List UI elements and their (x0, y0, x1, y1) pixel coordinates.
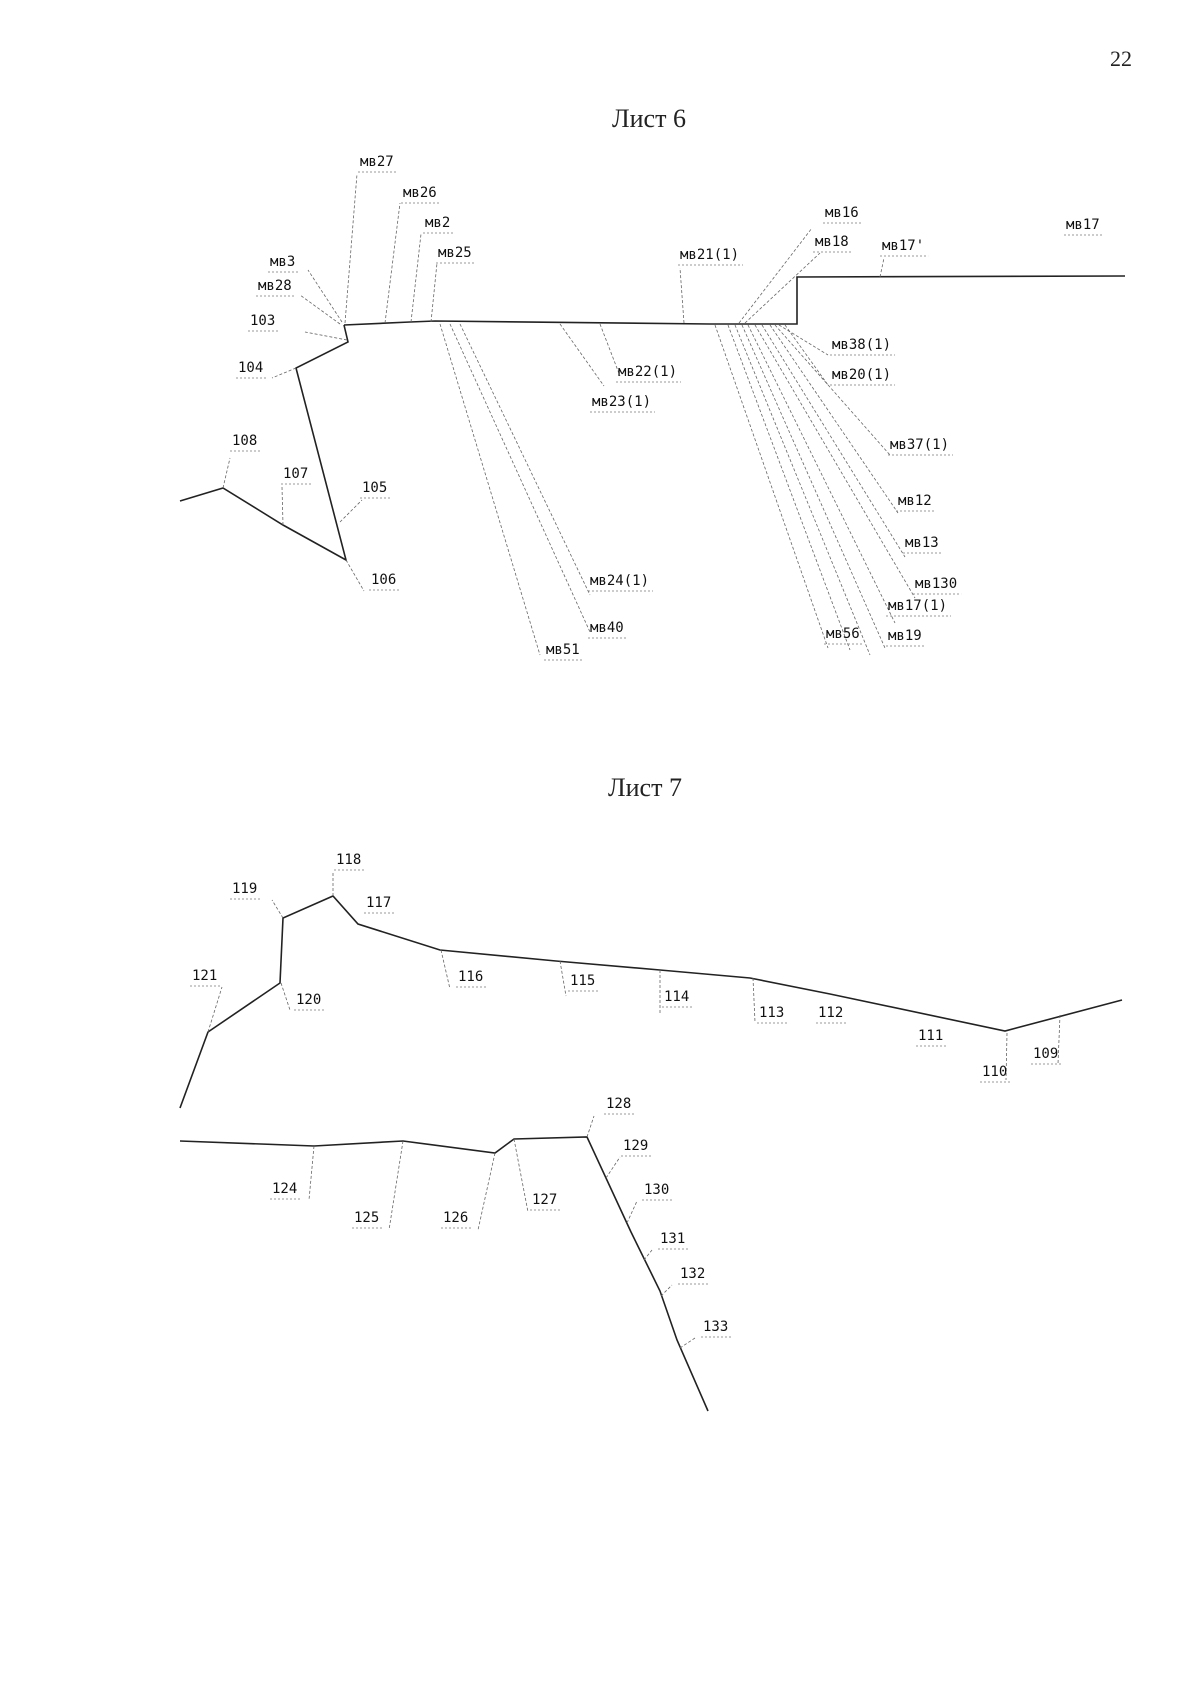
label-107: 107 (283, 466, 308, 482)
label-132: 132 (680, 1266, 705, 1282)
label-mv17-prime: мв17' (882, 238, 924, 254)
label-mv38-1: мв38(1) (832, 337, 891, 353)
label-mv27: мв27 (360, 154, 394, 170)
sheet6-main-line (343, 275, 1126, 326)
label-mv21-1: мв21(1) (680, 247, 739, 263)
label-mv24-1: мв24(1) (590, 573, 649, 589)
label-mv130: мв130 (915, 576, 957, 592)
sheet-6-diagram: мв27 мв26 мв2 мв25 мв3 мв28 103 104 105 … (179, 154, 1126, 661)
label-mv37-1: мв37(1) (890, 437, 949, 453)
label-130: 130 (644, 1182, 669, 1198)
label-128: 128 (606, 1096, 631, 1112)
label-125: 125 (354, 1210, 379, 1226)
label-104: 104 (238, 360, 263, 376)
label-mv16: мв16 (825, 205, 859, 221)
sheet7-leaders (207, 872, 1061, 1349)
label-110: 110 (982, 1064, 1007, 1080)
label-118: 118 (336, 852, 361, 868)
label-mv20-1: мв20(1) (832, 367, 891, 383)
label-mv40: мв40 (590, 620, 624, 636)
sheet7-upper-line (179, 895, 1123, 1109)
sheet7-labels: 109 110 111 112 113 114 115 116 117 118 … (190, 852, 1063, 1338)
label-mv19: мв19 (888, 628, 922, 644)
label-108: 108 (232, 433, 257, 449)
page-number: 22 (1110, 46, 1132, 71)
label-mv56: мв56 (826, 626, 860, 642)
label-117: 117 (366, 895, 391, 911)
sheet6-leaders (222, 173, 916, 656)
label-105: 105 (362, 480, 387, 496)
label-116: 116 (458, 969, 483, 985)
label-106: 106 (371, 572, 396, 588)
label-mv17: мв17 (1066, 217, 1100, 233)
label-121: 121 (192, 968, 217, 984)
label-111: 111 (918, 1028, 943, 1044)
label-mv18: мв18 (815, 234, 849, 250)
label-112: 112 (818, 1005, 843, 1021)
sheet7-lower-line (179, 1136, 709, 1412)
label-mv26: мв26 (403, 185, 437, 201)
label-mv25: мв25 (438, 245, 472, 261)
label-mv22-1: мв22(1) (618, 364, 677, 380)
label-109: 109 (1033, 1046, 1058, 1062)
label-129: 129 (623, 1138, 648, 1154)
label-mv23-1: мв23(1) (592, 394, 651, 410)
label-114: 114 (664, 989, 689, 1005)
label-120: 120 (296, 992, 321, 1008)
label-103: 103 (250, 313, 275, 329)
label-mv17-1: мв17(1) (888, 598, 947, 614)
sheet-7-diagram: 109 110 111 112 113 114 115 116 117 118 … (179, 852, 1123, 1412)
label-mv3: мв3 (270, 254, 295, 270)
label-mv13: мв13 (905, 535, 939, 551)
label-113: 113 (759, 1005, 784, 1021)
label-mv2: мв2 (425, 215, 450, 231)
sheet-6-title: Лист 6 (612, 104, 686, 133)
label-127: 127 (532, 1192, 557, 1208)
sheet6-left-branch (179, 324, 349, 562)
sheet-7-title: Лист 7 (608, 773, 682, 802)
label-133: 133 (703, 1319, 728, 1335)
label-131: 131 (660, 1231, 685, 1247)
label-mv12: мв12 (898, 493, 932, 509)
sheet6-labels: мв27 мв26 мв2 мв25 мв3 мв28 103 104 105 … (230, 154, 1104, 661)
label-115: 115 (570, 973, 595, 989)
label-119: 119 (232, 881, 257, 897)
label-124: 124 (272, 1181, 297, 1197)
label-mv51: мв51 (546, 642, 580, 658)
label-mv28: мв28 (258, 278, 292, 294)
label-126: 126 (443, 1210, 468, 1226)
